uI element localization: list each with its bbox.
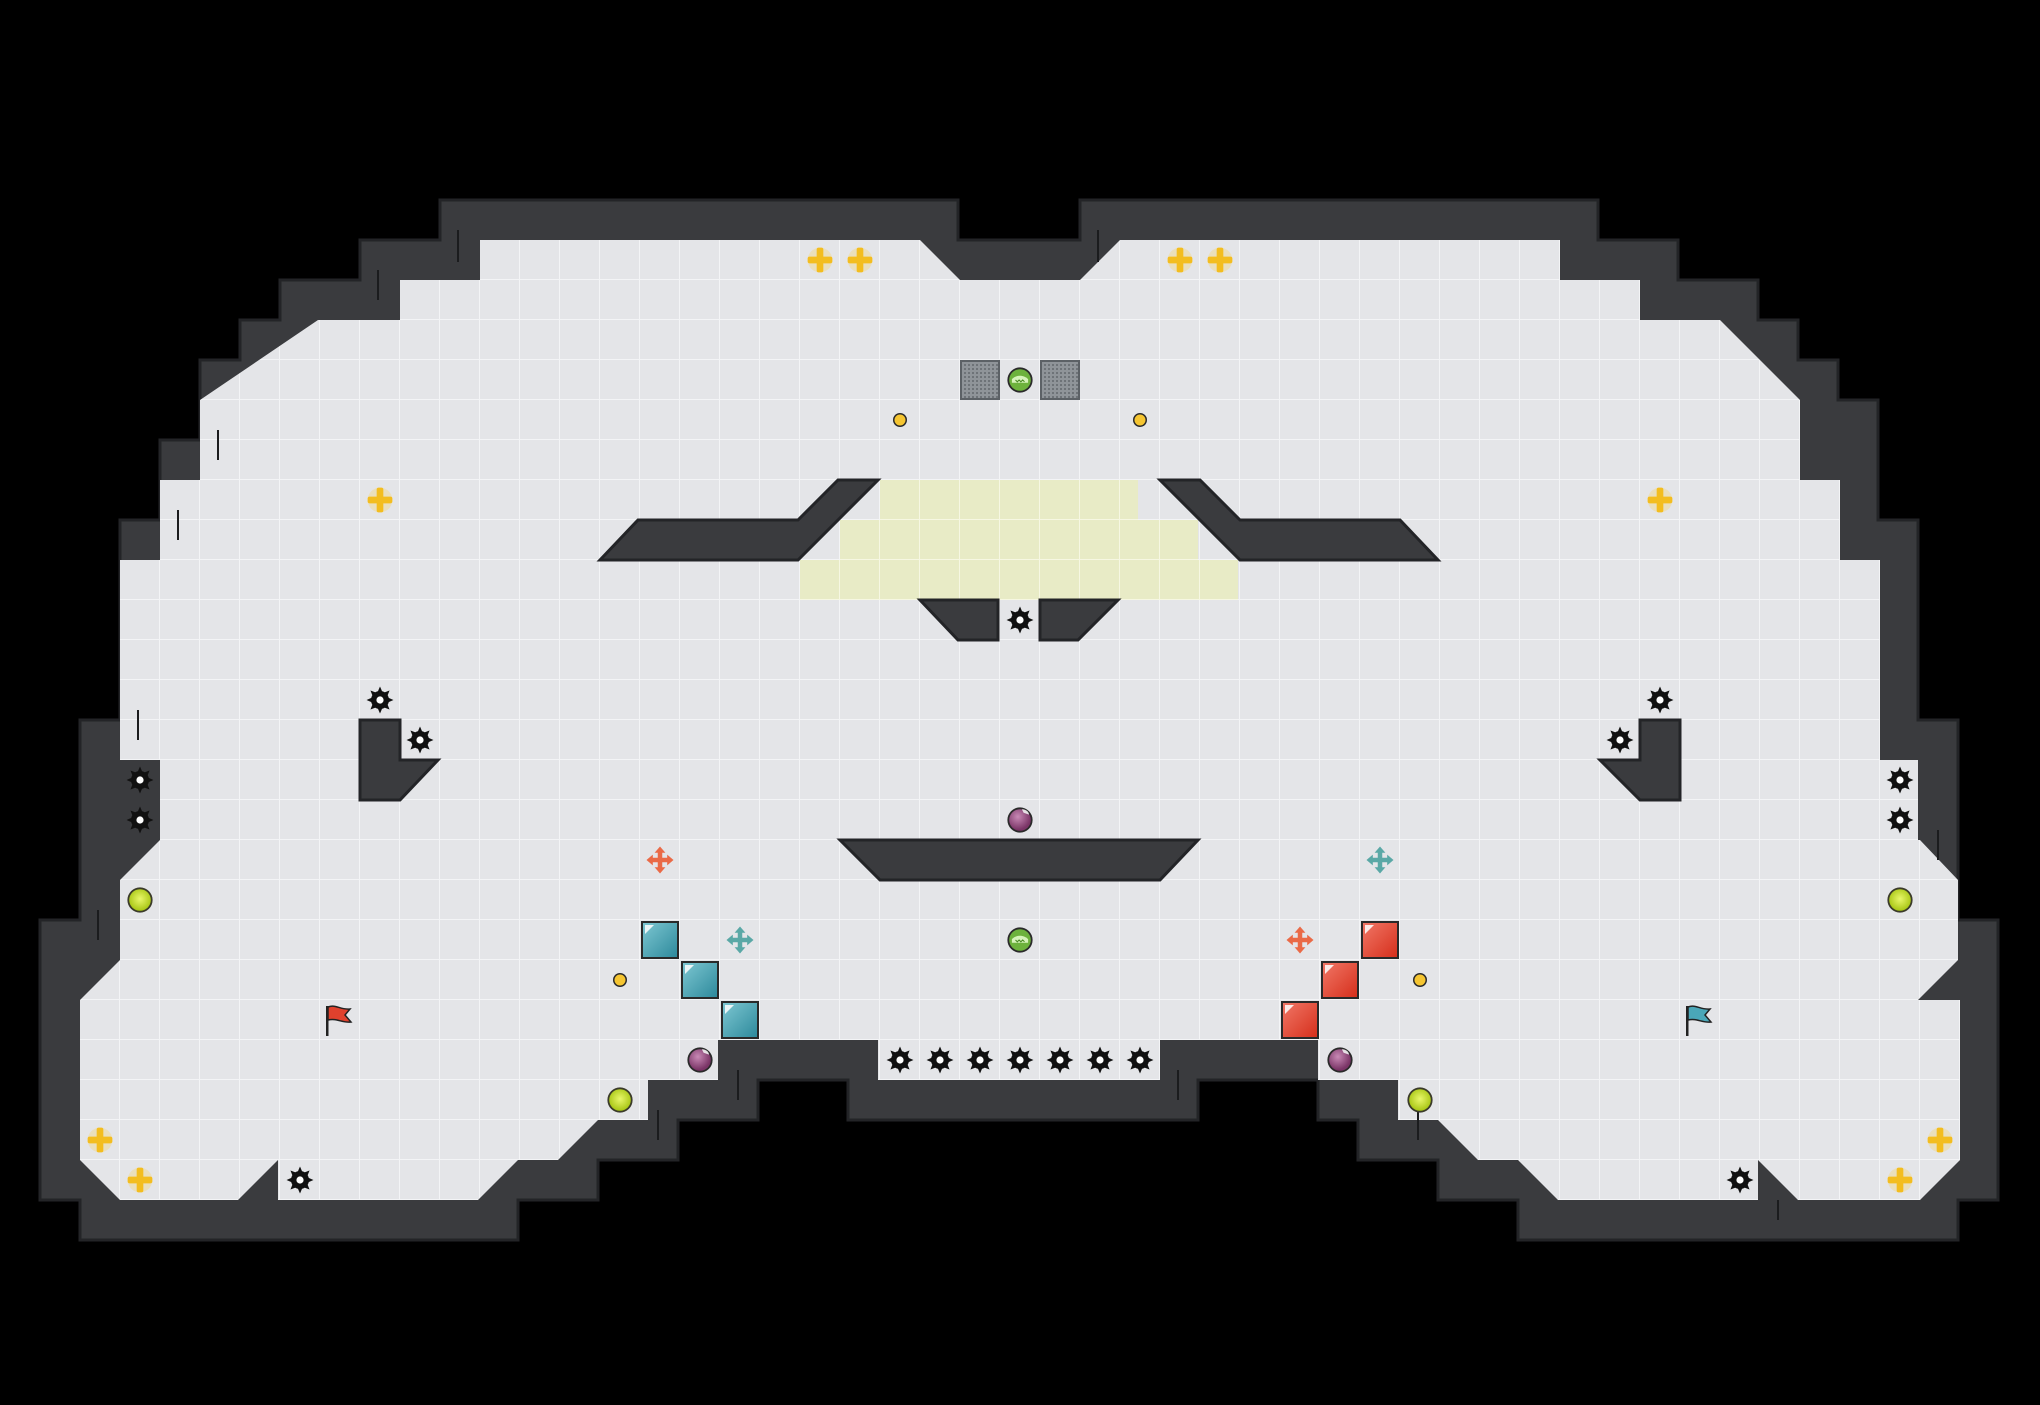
coin-icon <box>1133 413 1147 427</box>
red-team-tile-icon <box>1361 921 1399 959</box>
powerup-icon <box>127 1167 153 1193</box>
coin-icon <box>1413 973 1427 987</box>
powerup-icon <box>807 247 833 273</box>
red-team-tile-icon <box>1281 1001 1319 1039</box>
gate-icon <box>1040 360 1080 400</box>
spike-icon <box>1726 1166 1754 1194</box>
bomb-icon <box>1006 926 1034 954</box>
powerup-icon <box>847 247 873 273</box>
arena-floor <box>80 240 1960 1200</box>
player-ball-icon <box>1327 1047 1353 1073</box>
blue-team-tile-icon <box>681 961 719 999</box>
inner-walls <box>358 478 1682 882</box>
bomb-icon <box>1006 366 1034 394</box>
player-ball-icon <box>1007 807 1033 833</box>
yellow-zone <box>800 480 1238 600</box>
boost-pad-icon <box>1407 1087 1433 1113</box>
center-bar-wall <box>836 838 1202 882</box>
spike-icon <box>926 1046 954 1074</box>
powerup-icon <box>367 487 393 513</box>
coin-icon <box>613 973 627 987</box>
spike-icon <box>886 1046 914 1074</box>
gate-icon <box>960 360 1000 400</box>
upper-left-ramp-wall <box>596 478 882 562</box>
left-l-wall <box>358 718 442 802</box>
center-funnel-right-wall <box>1038 598 1122 642</box>
spike-icon <box>1006 1046 1034 1074</box>
right-l-wall <box>1596 718 1682 802</box>
boost-pad-icon <box>1887 887 1913 913</box>
red-team-tile-icon <box>1321 961 1359 999</box>
powerup-icon <box>1167 247 1193 273</box>
blue-team-tile-icon <box>641 921 679 959</box>
spike-icon <box>1886 766 1914 794</box>
spike-icon <box>1126 1046 1154 1074</box>
spike-icon <box>286 1166 314 1194</box>
upper-right-ramp-wall <box>1156 478 1442 562</box>
spike-icon <box>1606 726 1634 754</box>
player-ball-icon <box>687 1047 713 1073</box>
powerup-icon <box>1887 1167 1913 1193</box>
center-funnel-left-wall <box>916 598 1000 642</box>
powerup-icon <box>1207 247 1233 273</box>
coin-icon <box>893 413 907 427</box>
powerup-icon <box>87 1127 113 1153</box>
spike-icon <box>1046 1046 1074 1074</box>
blue-team-tile-icon <box>721 1001 759 1039</box>
boost-pad-icon <box>127 887 153 913</box>
spike-icon <box>126 806 154 834</box>
powerup-icon <box>1647 487 1673 513</box>
powerup-icon <box>1927 1127 1953 1153</box>
spike-icon <box>1646 686 1674 714</box>
spike-icon <box>966 1046 994 1074</box>
spike-icon <box>1086 1046 1114 1074</box>
spike-icon <box>126 766 154 794</box>
spike-icon <box>366 686 394 714</box>
boost-pad-icon <box>607 1087 633 1113</box>
spike-icon <box>1886 806 1914 834</box>
spike-icon <box>406 726 434 754</box>
wall-notches <box>97 230 1939 1220</box>
spike-icon <box>1006 606 1034 634</box>
